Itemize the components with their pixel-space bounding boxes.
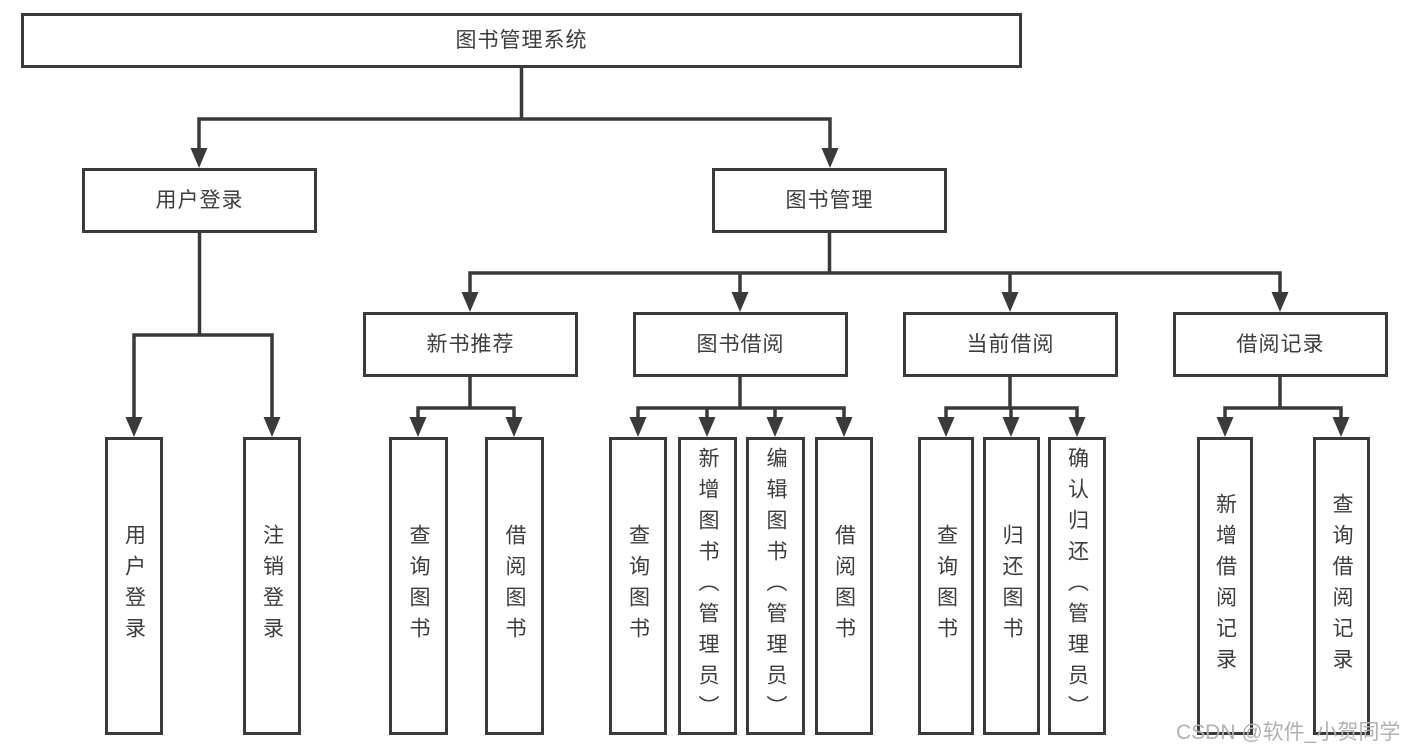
leaf-add-borrow-record-label: 新增借阅记录 [1213, 493, 1237, 679]
leaf-edit-book-admin-label: 编辑图书（管理员） [764, 446, 787, 726]
leaf-query-book-rec-label: 查询图书 [407, 524, 430, 648]
leaf-add-borrow-record: 新增借阅记录 [1197, 437, 1253, 735]
leaf-query-book-borrow: 查询图书 [609, 437, 667, 735]
connector-current-borrow-to-leaves [937, 373, 1086, 437]
node-new-book-rec-label: 新书推荐 [426, 333, 515, 356]
leaf-borrow-book-label: 借阅图书 [832, 524, 856, 648]
leaf-query-book-borrow-label: 查询图书 [626, 524, 650, 648]
leaf-logout: 注销登录 [243, 437, 301, 735]
leaf-confirm-return-admin-label: 确认归还（管理员） [1065, 446, 1089, 726]
leaf-query-book-current-label: 查询图书 [934, 524, 958, 648]
node-current-borrow-label: 当前借阅 [966, 333, 1055, 356]
leaf-logout-label: 注销登录 [260, 524, 284, 648]
node-root-label: 图书管理系统 [455, 29, 588, 52]
node-new-book-rec: 新书推荐 [363, 312, 578, 377]
node-user-login: 用户登录 [82, 168, 317, 233]
connector-book-borrow-to-leaves [629, 373, 853, 437]
connector-user-login-to-leaves [125, 229, 281, 437]
node-current-borrow: 当前借阅 [903, 312, 1118, 377]
leaf-confirm-return-admin: 确认归还（管理员） [1048, 437, 1106, 735]
node-borrow-record-label: 借阅记录 [1236, 333, 1325, 356]
node-book-borrow: 图书借阅 [633, 312, 848, 377]
leaf-query-borrow-record-label: 查询借阅记录 [1330, 493, 1353, 679]
node-root: 图书管理系统 [21, 13, 1022, 68]
leaf-query-borrow-record: 查询借阅记录 [1313, 437, 1370, 735]
connector-new-book-rec-to-leaves [409, 373, 523, 437]
leaf-add-book-admin: 新增图书（管理员） [678, 437, 737, 735]
leaf-borrow-book: 借阅图书 [815, 437, 873, 735]
leaf-borrow-book-rec-label: 借阅图书 [503, 524, 526, 648]
leaf-user-login-label: 用户登录 [122, 524, 146, 648]
connector-book-mgmt-to-level3 [461, 229, 1289, 312]
leaf-borrow-book-rec: 借阅图书 [485, 437, 544, 735]
node-borrow-record: 借阅记录 [1173, 312, 1388, 377]
node-book-borrow-label: 图书借阅 [696, 333, 785, 356]
leaf-query-book-current: 查询图书 [918, 437, 974, 735]
leaf-user-login: 用户登录 [105, 437, 163, 735]
leaf-edit-book-admin: 编辑图书（管理员） [746, 437, 805, 735]
node-book-mgmt: 图书管理 [712, 168, 947, 233]
csdn-watermark: CSDN @软件_小贺同学 [1176, 721, 1401, 744]
leaf-return-book-label: 归还图书 [1000, 524, 1023, 648]
leaf-return-book: 归还图书 [983, 437, 1040, 735]
node-book-mgmt-label: 图书管理 [785, 189, 874, 212]
connector-borrow-record-to-leaves [1216, 373, 1350, 437]
leaf-query-book-rec: 查询图书 [389, 437, 448, 735]
leaf-add-book-admin-label: 新增图书（管理员） [696, 446, 719, 726]
node-user-login-label: 用户登录 [155, 189, 244, 212]
connector-root-to-level2 [190, 64, 839, 168]
